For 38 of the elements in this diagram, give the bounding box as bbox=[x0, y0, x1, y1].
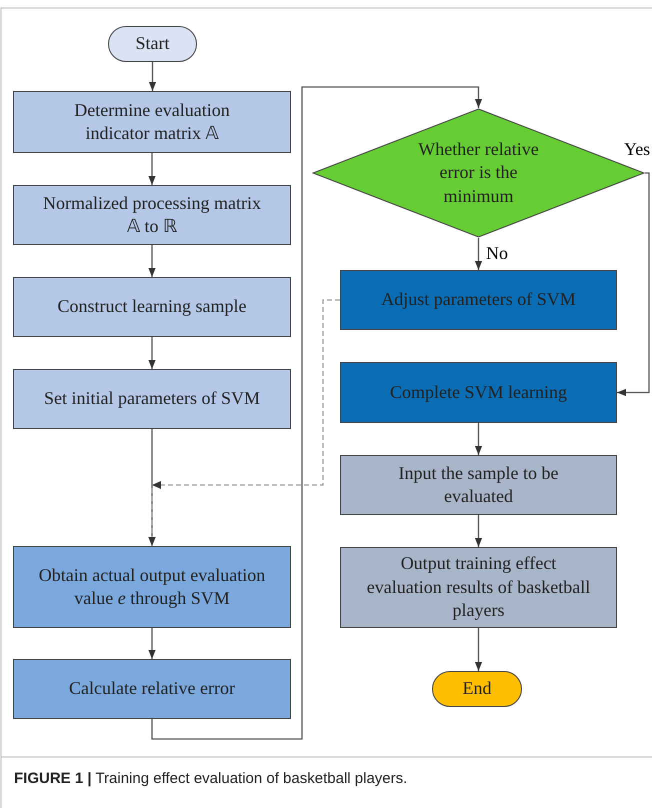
arrow bbox=[474, 628, 482, 671]
arrow bbox=[148, 153, 156, 185]
figure-caption: FIGURE 1 | Training effect evaluation of basketball players. bbox=[14, 770, 408, 787]
node-text: Input the sample to be evaluated bbox=[398, 462, 560, 508]
node-text: Whether relative error is the minimum bbox=[417, 138, 540, 208]
arrow bbox=[148, 337, 156, 369]
process-box bbox=[13, 277, 291, 337]
node-text: Determine evaluation indicator matrix 𝔸 bbox=[73, 98, 231, 145]
dashed-arrow bbox=[148, 299, 340, 546]
arrow bbox=[148, 628, 156, 659]
node-text: Set initial parameters of SVM bbox=[43, 387, 261, 410]
process-box bbox=[13, 91, 291, 153]
arrow bbox=[474, 238, 482, 270]
start-terminal bbox=[108, 26, 197, 62]
process-box bbox=[340, 455, 617, 515]
process-box bbox=[13, 659, 291, 719]
arrow bbox=[617, 172, 650, 396]
process-box bbox=[13, 546, 291, 628]
node-text: Complete SVM learning bbox=[389, 380, 568, 404]
arrow bbox=[148, 245, 156, 277]
process-box bbox=[13, 369, 291, 429]
process-box bbox=[340, 547, 617, 628]
node-text: Calculate relative error bbox=[68, 677, 236, 700]
arrow bbox=[148, 62, 156, 91]
arrow bbox=[151, 86, 482, 740]
node-text: Start bbox=[134, 32, 170, 56]
node-text: Normalized processing matrix 𝔸 to ℝ bbox=[42, 192, 262, 238]
end-terminal bbox=[432, 671, 522, 707]
node-text: Obtain actual output evaluation value e through SVM bbox=[38, 564, 266, 610]
arrow bbox=[474, 423, 482, 455]
process-box bbox=[340, 270, 617, 330]
node-text: End bbox=[462, 677, 492, 700]
arrow bbox=[474, 515, 482, 547]
process-box bbox=[13, 185, 291, 245]
process-box bbox=[340, 362, 617, 423]
node-text: Output training effect evaluation results of basketball players bbox=[366, 552, 592, 622]
node-text: Construct learning sample bbox=[56, 295, 248, 318]
node-text: Adjust parameters of SVM bbox=[380, 288, 577, 312]
